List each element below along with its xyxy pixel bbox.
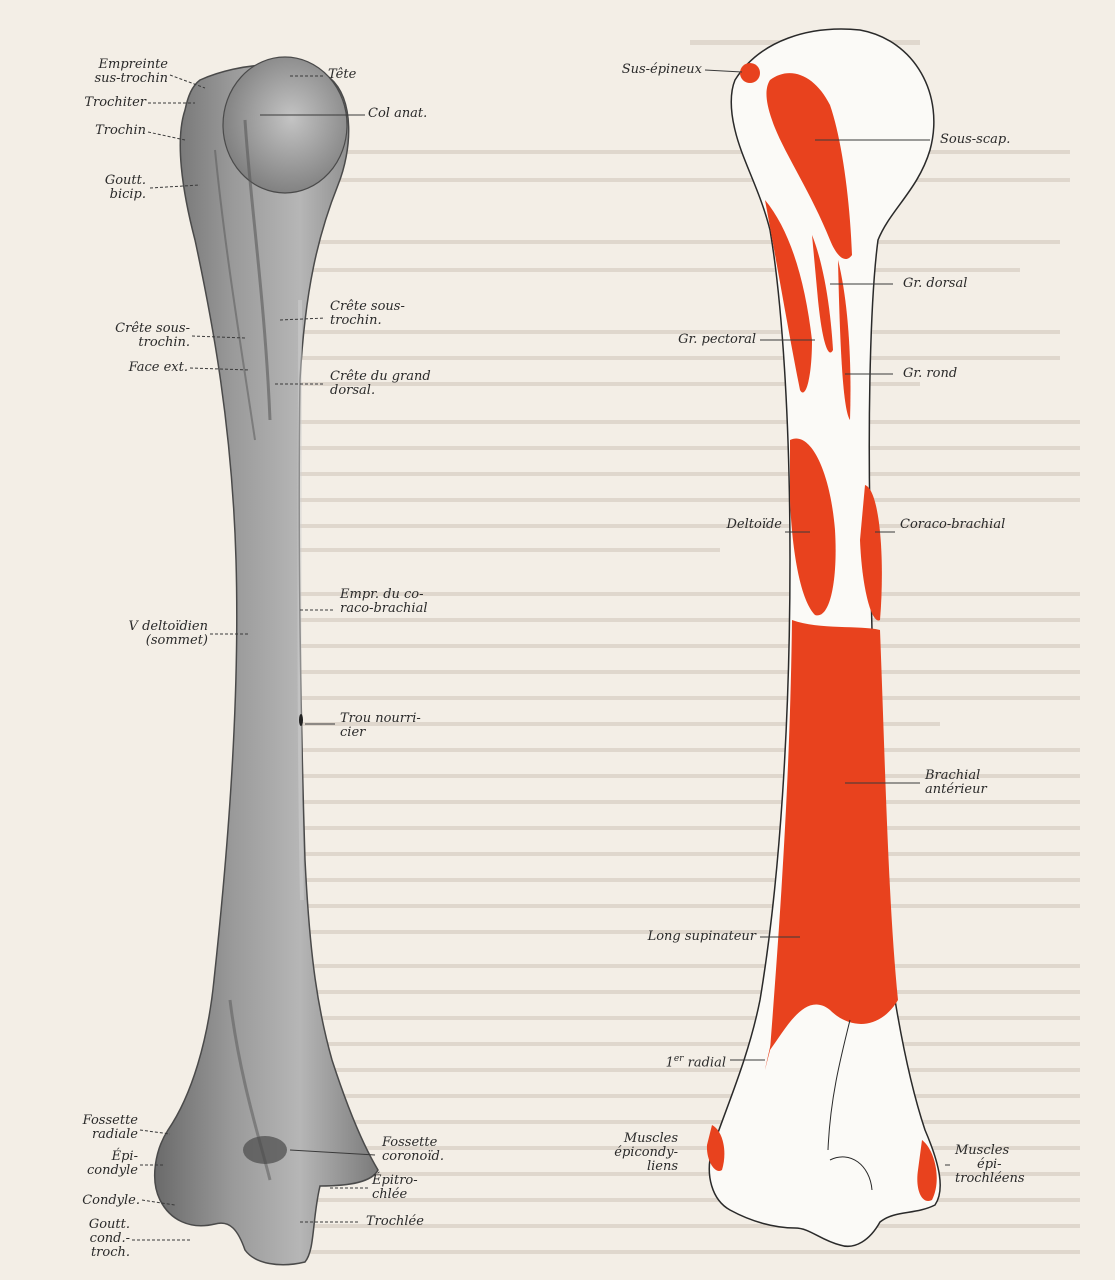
label-goutt-bicip: Goutt. bicip.: [60, 174, 146, 202]
label-line: raco-brachial: [340, 602, 427, 616]
label-epitrochlee: Épitro- chlée: [372, 1174, 418, 1202]
label-empr-coraco-brachial: Empr. du co- raco-brachial: [340, 588, 427, 616]
label-line: Épi-: [50, 1150, 138, 1164]
label-line: Goutt.: [60, 174, 146, 188]
label-trochin: Trochin: [60, 124, 146, 138]
label-tete: Tête: [328, 68, 356, 82]
label-line: Brachial: [925, 769, 987, 783]
label-line: Empreinte: [60, 58, 168, 72]
label-face-ext: Face ext.: [80, 361, 188, 375]
label-line: chlée: [372, 1188, 418, 1202]
label-epicondyle: Épi- condyle: [50, 1150, 138, 1178]
label-line: liens: [600, 1160, 678, 1174]
coronoid-fossa: [243, 1136, 287, 1164]
label-empreinte-sus-trochin: Empreinte sus-trochin: [60, 58, 168, 86]
label-deltoide: Deltoïde: [660, 518, 782, 532]
label-line: coronoïd.: [382, 1150, 444, 1164]
label-line: Trou nourri-: [340, 712, 421, 726]
label-line: antérieur: [925, 783, 987, 797]
label-muscles-epitrochleens: Muscles épi- trochléens: [955, 1144, 1025, 1186]
label-line: troch.: [50, 1246, 130, 1260]
left-humerus-illustration: [155, 57, 378, 1265]
label-line: Muscles: [955, 1144, 1025, 1158]
label-v-deltoidien: V deltoïdien (sommet): [90, 620, 208, 648]
label-line: Empr. du co-: [340, 588, 427, 602]
label-line: épi-: [955, 1158, 1025, 1172]
label-line: Goutt.: [50, 1218, 130, 1232]
label-long-supinateur: Long supinateur: [600, 930, 756, 944]
label-part: 1: [666, 1055, 674, 1070]
label-line: Épitro-: [372, 1174, 418, 1188]
label-line: trochin.: [80, 336, 190, 350]
label-line: (sommet): [90, 634, 208, 648]
nutrient-foramen: [299, 714, 303, 726]
label-crete-sous-trochin-right: Crête sous- trochin.: [330, 300, 405, 328]
label-line: bicip.: [60, 188, 146, 202]
label-line: Crête du grand: [330, 370, 431, 384]
label-superscript: er: [674, 1054, 684, 1064]
label-brachial-anterieur: Brachial antérieur: [925, 769, 987, 797]
label-premier-radial: 1er radial: [620, 1052, 726, 1070]
supraspinatus-insertion: [740, 63, 760, 83]
label-col-anat: Col anat.: [368, 107, 427, 121]
label-line: condyle: [50, 1164, 138, 1178]
label-line: Muscles: [600, 1132, 678, 1146]
label-sous-scap: Sous-scap.: [940, 133, 1010, 147]
label-line: Crête sous-: [330, 300, 405, 314]
label-sus-epineux: Sus-épineux: [580, 63, 702, 77]
label-fossette-radiale: Fossette radiale: [50, 1114, 138, 1142]
label-line: Fossette: [50, 1114, 138, 1128]
label-line: V deltoïdien: [90, 620, 208, 634]
label-trou-nourricier: Trou nourri- cier: [340, 712, 421, 740]
label-line: sus-trochin: [60, 72, 168, 86]
label-part: radial: [684, 1055, 727, 1070]
label-line: Crête sous-: [80, 322, 190, 336]
label-line: radiale: [50, 1128, 138, 1142]
label-line: cier: [340, 726, 421, 740]
label-line: trochin.: [330, 314, 405, 328]
right-humerus-illustration: [707, 29, 940, 1246]
label-gr-rond: Gr. rond: [903, 367, 957, 381]
label-gr-dorsal: Gr. dorsal: [903, 277, 967, 291]
label-muscles-epicondyliens: Muscles épicondy- liens: [600, 1132, 678, 1174]
label-line: trochléens: [955, 1172, 1025, 1186]
left-humerus-bone: [155, 65, 378, 1265]
label-line: dorsal.: [330, 384, 431, 398]
label-line: Fossette: [382, 1136, 444, 1150]
label-trochiter: Trochiter: [60, 96, 146, 110]
label-fossette-coronoid: Fossette coronoïd.: [382, 1136, 444, 1164]
label-goutt-cond-troch: Goutt. cond.- troch.: [50, 1218, 130, 1260]
label-crete-sous-trochin-left: Crête sous- trochin.: [80, 322, 190, 350]
label-crete-grand-dorsal: Crête du grand dorsal.: [330, 370, 431, 398]
label-condyle: Condyle.: [50, 1194, 140, 1208]
label-line: épicondy-: [600, 1146, 678, 1160]
label-coraco-brachial: Coraco-brachial: [900, 518, 1005, 532]
label-line: cond.-: [50, 1232, 130, 1246]
label-trochlee: Trochlée: [366, 1215, 424, 1229]
label-gr-pectoral: Gr. pectoral: [630, 333, 756, 347]
